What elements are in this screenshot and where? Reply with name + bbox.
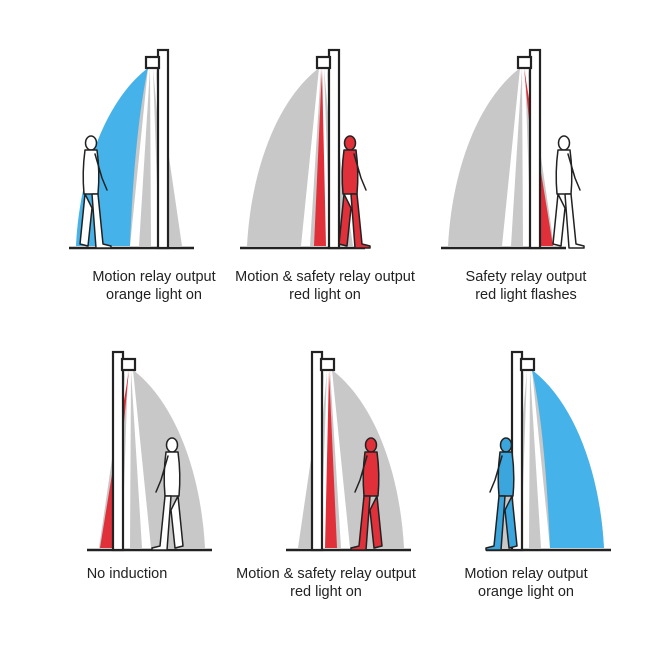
scene-p3 xyxy=(441,48,585,250)
sensor-head xyxy=(519,357,536,372)
person-back-leg xyxy=(79,193,93,247)
caption-line-1: Safety relay output xyxy=(465,269,587,285)
caption-line-2: red light on xyxy=(289,287,361,303)
scene-group xyxy=(87,350,212,552)
person-head xyxy=(499,437,513,453)
person-arm xyxy=(353,153,367,191)
panel-motion-orange-right: Motion relay output orange light on xyxy=(426,332,626,632)
person-front-leg xyxy=(350,193,371,249)
safety-beam xyxy=(314,68,326,246)
person-arm xyxy=(489,455,503,493)
person-icon xyxy=(552,135,585,249)
person-front-leg xyxy=(91,193,112,249)
caption-line-2: red light on xyxy=(290,584,362,600)
caption-line-1: Motion & safety relay output xyxy=(235,269,415,285)
pole-highlight xyxy=(515,354,519,548)
person-back-leg xyxy=(338,193,352,247)
person-front-leg xyxy=(350,495,371,551)
panel-motion-safety-left: Motion & safety relay output red light o… xyxy=(225,30,425,330)
sensor-head xyxy=(319,357,336,372)
scene-group xyxy=(485,350,611,552)
person-front-leg xyxy=(151,495,172,551)
panel-motion-orange-left: Motion relay output orange light on xyxy=(54,30,254,330)
pole-highlight xyxy=(332,52,336,246)
pole-highlight xyxy=(533,52,537,246)
caption-line-2: orange light on xyxy=(106,287,202,303)
person-head xyxy=(165,437,179,453)
panel-motion-safety-right: Motion & safety relay output red light o… xyxy=(226,332,426,632)
scene-group xyxy=(286,350,411,552)
person-arm xyxy=(354,455,368,493)
person-icon xyxy=(350,437,383,551)
person-icon xyxy=(485,437,518,551)
scene-group xyxy=(441,48,585,250)
pole-highlight xyxy=(315,354,319,548)
person-head xyxy=(343,135,357,151)
person-front-leg xyxy=(485,495,506,551)
caption-line-1: Motion relay output xyxy=(464,566,588,582)
inactive-beam-far xyxy=(448,68,520,246)
person-head xyxy=(364,437,378,453)
sensor-head xyxy=(144,55,161,70)
scene-group xyxy=(240,48,371,250)
person-back-leg xyxy=(170,495,184,549)
person-back-leg xyxy=(504,495,518,549)
panel-no-induction: No induction xyxy=(27,332,227,632)
person-back-leg xyxy=(552,193,566,247)
scene-p2 xyxy=(240,48,371,250)
motion-beam xyxy=(532,370,604,548)
safety-beam xyxy=(325,370,337,548)
caption-line-2: orange light on xyxy=(478,584,574,600)
inactive-beam-center xyxy=(511,68,523,246)
scene-p4 xyxy=(87,350,212,552)
caption: No induction xyxy=(27,565,227,583)
caption: Motion & safety relay output red light o… xyxy=(225,268,425,304)
sensor-head xyxy=(120,357,137,372)
scene-p6 xyxy=(485,350,611,552)
person-arm xyxy=(94,153,108,191)
caption: Motion relay output orange light on xyxy=(426,565,626,601)
sensor-head xyxy=(516,55,533,70)
caption-line-1: Motion & safety relay output xyxy=(236,566,416,582)
inactive-beam-far xyxy=(247,68,319,246)
person-front-leg xyxy=(564,193,585,249)
person-head xyxy=(557,135,571,151)
sensor-head xyxy=(315,55,332,70)
caption: Motion relay output orange light on xyxy=(54,268,254,304)
panel-safety-flash-left: Safety relay output red light flashes xyxy=(426,30,626,330)
person-icon xyxy=(338,135,371,249)
scene-group xyxy=(69,48,194,250)
person-icon xyxy=(151,437,184,551)
inactive-beam-center xyxy=(139,68,151,246)
person-icon xyxy=(79,135,112,249)
person-arm xyxy=(567,153,581,191)
person-arm xyxy=(155,455,169,493)
caption-line-1: Motion relay output xyxy=(92,269,216,285)
inactive-beam-center xyxy=(529,370,541,548)
scene-p5 xyxy=(286,350,411,552)
caption: Safety relay output red light flashes xyxy=(426,268,626,304)
caption-line-1: No induction xyxy=(86,566,168,582)
pole-highlight xyxy=(116,354,120,548)
person-head xyxy=(84,135,98,151)
caption: Motion & safety relay output red light o… xyxy=(226,565,426,601)
pole-highlight xyxy=(161,52,165,246)
inactive-beam-center xyxy=(130,370,142,548)
caption-line-2: red light flashes xyxy=(475,287,577,303)
person-back-leg xyxy=(369,495,383,549)
scene-p1 xyxy=(69,48,194,250)
